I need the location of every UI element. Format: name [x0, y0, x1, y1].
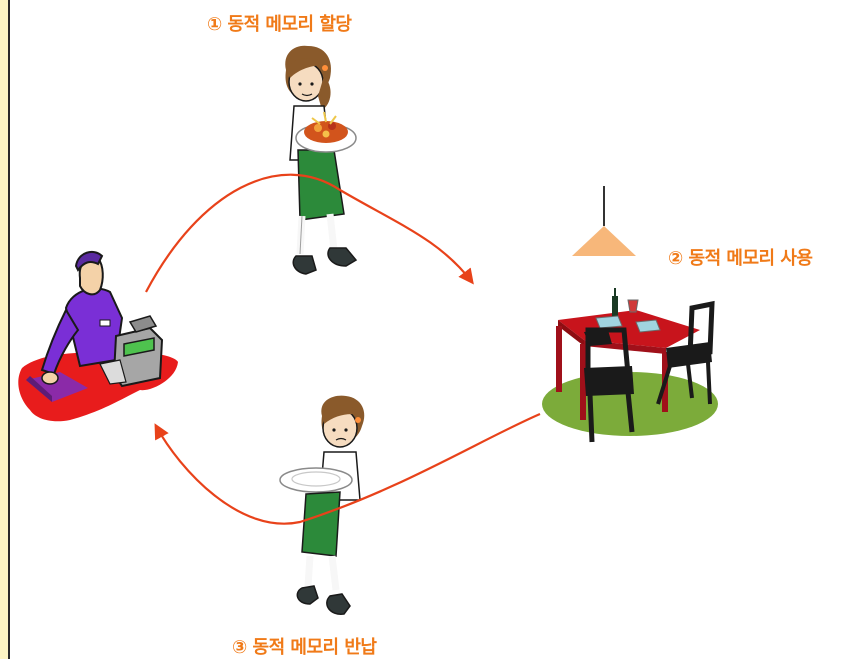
cashier-illustration: [18, 250, 179, 422]
left-rail: [0, 0, 10, 659]
waitress-returning-illustration: [279, 395, 365, 615]
arrow-counter-to-table: [145, 173, 474, 293]
dining-table-illustration: [542, 186, 718, 443]
arrow-table-to-counter: [154, 412, 541, 525]
step-free-label: ③ 동적 메모리 반납: [232, 637, 377, 658]
step-allocate-label: ① 동적 메모리 할당: [207, 14, 352, 35]
waitress-serving-illustration: [285, 45, 358, 275]
step-use-label: ② 동적 메모리 사용: [668, 248, 813, 269]
